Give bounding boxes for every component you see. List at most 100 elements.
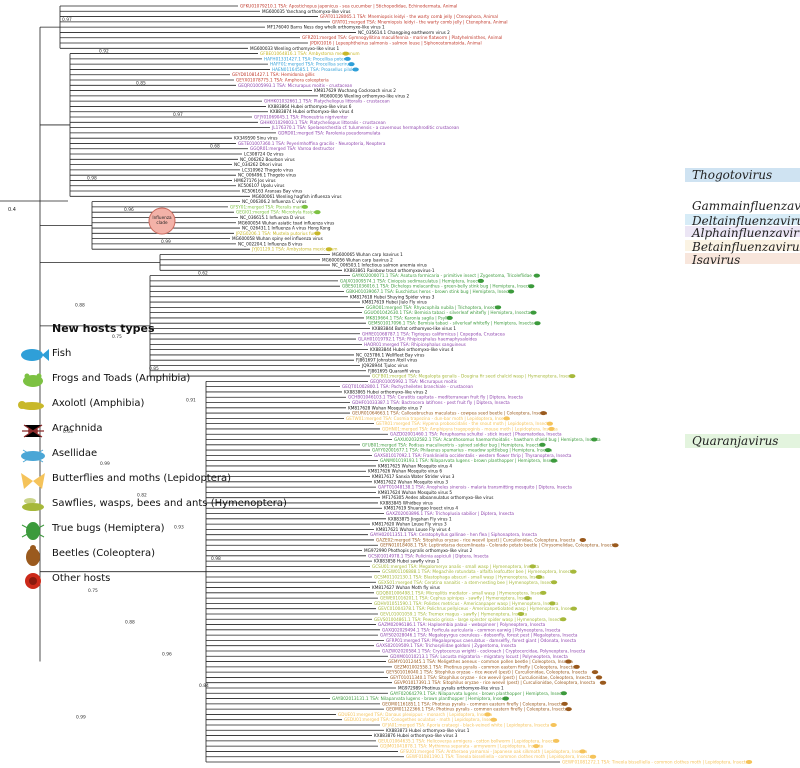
beetle-icon (16, 544, 50, 572)
legend-item: True bugs (Hemiptera) (14, 517, 214, 543)
tip-label: GCFB01:merged TSA: Megalopta genalis - D… (372, 374, 575, 379)
legend-item-label: Butterflies and moths (Lepidoptera) (52, 473, 232, 484)
tip-label: HAFF01:merged TSA: Procellisa serirus (270, 62, 351, 67)
tip-label: GFSU01:merged TSA: Antheraea yamamai - J… (400, 749, 588, 754)
wasp-icon (524, 596, 531, 601)
bug-icon (446, 315, 453, 320)
butterfly-icon (490, 717, 497, 722)
tip-label: GCSJ01014978.1 TSA: Pulicinia aspiciuli … (368, 553, 489, 558)
legend-item-label: Beetles (Coleoptera) (52, 548, 156, 559)
tip-label: GETR01:merged TSA: Hypena proboscidalis … (376, 421, 551, 426)
legend-item-label: True bugs (Hemiptera) (52, 523, 165, 534)
tip-label: GEYX01078775.1 TSA: Amphora coleopteria (236, 78, 329, 83)
tip-label: GAFT01048138.1 TSA: Anopheles sinensis -… (378, 485, 572, 490)
tip-label: KX883865 Hubei orthomyxo-like virus 2 (344, 389, 428, 394)
legend-item-label: Asellidae (52, 448, 98, 459)
tip-label: NC_002204.1 Influenza B virus (238, 241, 302, 246)
tip-label: GFKU01079210.1 TSA: Apostichopus japonic… (240, 4, 457, 9)
tip-label: GHHK01029003.1 TSA: Platycheliopus litto… (260, 120, 386, 125)
tip-label: MG600036 Wenling orthomyxo-like virus 2 (320, 93, 410, 98)
tip-label: GAXU02032582.1 TSA: Acanthosomus haemorr… (394, 437, 601, 442)
bootstrap-value: 0.85 (136, 80, 146, 86)
tip-label: KX883874 Hubei orthomyxo-like virus 4 (270, 109, 354, 114)
tip-label: FJ861695 Quaranfil virus (368, 368, 420, 373)
tip-label: GEVC01004378.1 TSA: Polichrus pellyiceus… (378, 606, 577, 611)
legend-item-label: Sawflies, wasps, bees and ants (Hymenopt… (52, 498, 287, 509)
bug-icon (507, 289, 515, 294)
tip-label: JQ928944 Tjuloc virus (361, 363, 408, 368)
tip-label: KX883873 Hubei orthomyxo-like virus 1 (386, 728, 470, 733)
clade-label: Isavirus (692, 253, 741, 267)
tip-labels: GFKU01079210.1 TSA: Apostichopus japonic… (230, 4, 749, 765)
clade-band (685, 226, 800, 237)
beetle-icon (595, 675, 603, 680)
tip-label: GGQR01:merged TSA: Varroa destructor (250, 146, 335, 151)
tip-label: KM817621 Wuhan Louse Fly virus 4 (376, 527, 451, 532)
tip-label: KX883876 Hubei orthomyxo-like virus 3 (374, 733, 458, 738)
tip-label: GCSM01102130.1 TSA: Blastophaga abscuri … (374, 574, 545, 579)
tip-label: KM817625 Wuhan Mosquito virus 4 (378, 463, 452, 468)
tip-label: KX883844 Hubei orthomyxo-like virus 4 (370, 347, 454, 352)
tip-label: GCSU01:merged TSA: Megalomeryx analis - … (372, 564, 540, 569)
tip-label: KM817617 Sanxia Water Strider virus 3 (372, 474, 455, 479)
tip-label: GEQT01002800.1 TSA: Pachycheiletes branc… (342, 384, 473, 389)
tip-label: GDXM01010213.1 TSA: Locusta migratoria -… (390, 654, 568, 659)
tip-label: JYJ01129.1 TSA: Ambystoma mexicanum (251, 247, 337, 252)
fish-icon (16, 344, 50, 372)
bug-icon (591, 437, 598, 442)
bug-icon (544, 448, 552, 453)
tip-label: GAZE02:merged TSA: Sitophilus oryzae - r… (376, 537, 576, 542)
tip-label: MG600065 Wuhan carp Isavirus 1 (332, 252, 403, 257)
tip-label: GAYB02013131.1 TSA: Nilaparvata lugens -… (332, 696, 509, 701)
tip-label: GEVP01017391.1 TSA: Sitophilus oryzae - … (394, 680, 596, 685)
butterfly-icon (503, 416, 510, 421)
beetle-icon (565, 659, 572, 664)
axolotl-icon (325, 247, 333, 252)
fish-icon (348, 62, 355, 67)
beetle-icon (540, 411, 547, 416)
wasp-icon (529, 564, 536, 569)
wasp-icon (535, 574, 543, 579)
butterfly-icon (745, 760, 753, 764)
tip-label: KM817618 Hubei Shuying Spider virus 3 (350, 294, 435, 299)
bootstrap-value: 0.98 (87, 175, 97, 181)
tip-label: GHHK01032661.1 TSA: Platycheliopus litto… (264, 99, 390, 104)
tip-label: KC506163 Aransas Bay virus (242, 189, 302, 194)
tip-label: KM817626 Wuhan Mosquito virus 6 (368, 469, 442, 474)
fish-icon (352, 67, 359, 72)
tip-label: KM817628 Wuhan Mosquito virus 7 (348, 405, 422, 410)
tip-label: NC_035614.1 Changping earthworm virus 2 (358, 30, 450, 35)
tip-label: MG600035 Yanchang orthomyxo-like virus (262, 9, 350, 14)
tip-label: GEDU01:merged TSA: Conogethes oculatus -… (344, 717, 498, 722)
tip-label: GAZM02096186.1 TSA: Haploembia palaui - … (378, 622, 546, 627)
bootstrap-value: 0.99 (76, 715, 86, 721)
legend-item-label: Other hosts (52, 573, 111, 584)
butterfly-icon (16, 469, 50, 497)
tip-label: GCHB01046103.1 TSA: Ceratitis capitata -… (348, 395, 523, 400)
tip-label: GEUR01064663.1 TSA: Callosobruchus macul… (352, 411, 548, 416)
tip-label: JL176370.1 TSA: Spelaeorchestia cf. tulu… (271, 125, 459, 130)
host-icons (301, 51, 753, 764)
wasp-icon (570, 606, 577, 611)
tip-label: GEMS01017096.1 TSA: Bemisia tabaci - sil… (368, 321, 534, 326)
tip-label: GFRZ01:merged TSA: Gymnogyllitina maculi… (302, 35, 502, 40)
legend-item-label: Fish (52, 348, 72, 359)
bug-icon (494, 305, 502, 310)
clade-label: Betainfluenzavirus (692, 240, 800, 254)
tip-label: KM817624 Wuhan Mosquito virus 5 (378, 490, 452, 495)
tip-label: KX883845 Whidbey virus (380, 500, 433, 505)
tip-label: MG600058 Wuhan spiny eel influenza virus (232, 236, 323, 241)
spider-icon (16, 419, 50, 447)
tip-label: NC_006262 Bourbon virus (240, 157, 295, 162)
tip-label: GDJM01041878.1 TSA: Mythimna separata - … (380, 744, 543, 749)
tip-label: MG600054 Wuhan asiatic toad influenza vi… (238, 220, 334, 225)
wasp-icon (550, 580, 558, 585)
tip-label: GEWF01081272.1 TSA: Tineola bisselliella… (562, 760, 749, 765)
bug-icon (539, 442, 546, 447)
bootstrap-value: 0.92 (99, 49, 109, 55)
tip-label: GEZM01002558.1 TSA: Photinus pyralis - c… (394, 664, 575, 669)
clade-label: Thogotovirus (692, 168, 773, 182)
legend-item: Butterflies and moths (Lepidoptera) (14, 467, 231, 493)
bootstrap-value: 0.63 (63, 429, 73, 435)
